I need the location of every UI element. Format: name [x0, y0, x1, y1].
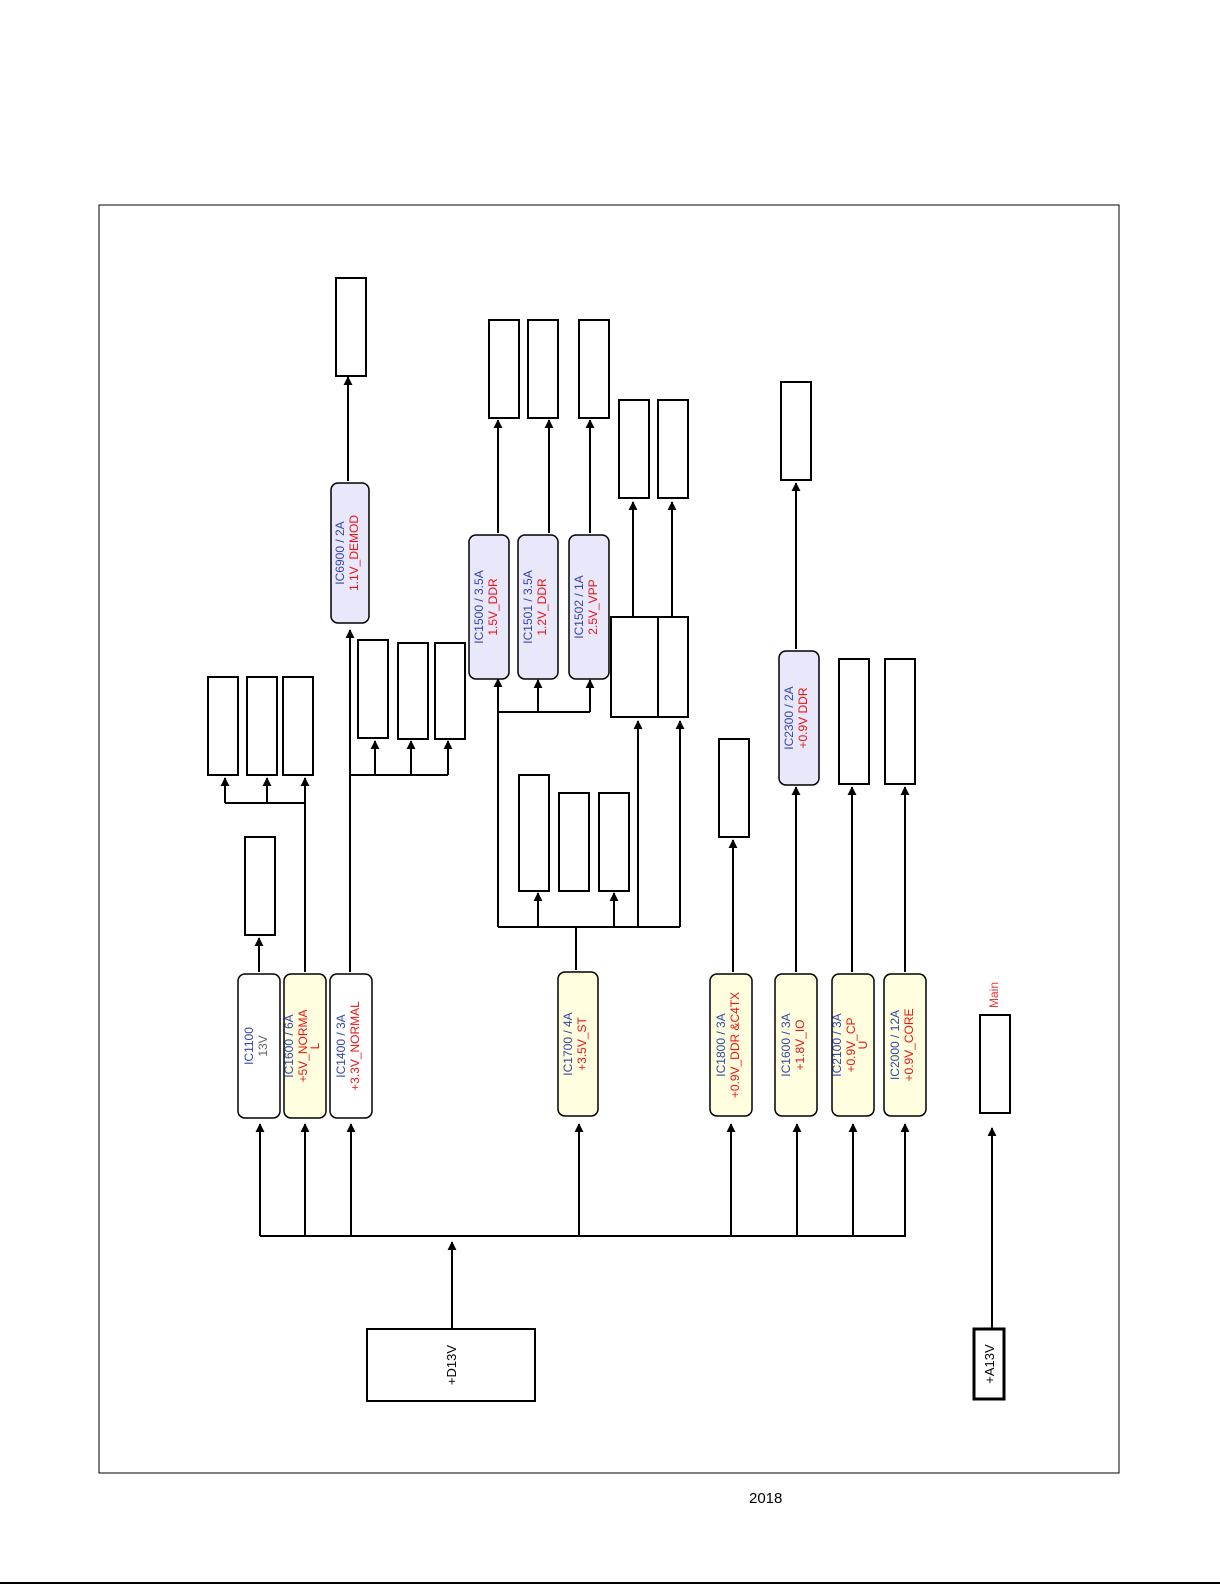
regulator-box: [709, 973, 753, 1117]
load-box: [282, 676, 314, 776]
main-bus: [255, 1123, 910, 1329]
ic-label: IC6900 / 2A: [333, 521, 347, 584]
load-box: [618, 399, 650, 499]
rail-label: 1.1V_DEMOD: [347, 515, 361, 591]
load-box: [718, 738, 750, 838]
rail-label: 13V: [256, 1035, 270, 1056]
diagram-frame: [98, 204, 1120, 1474]
regulator-box: [468, 534, 510, 680]
rail-label: +0.9V_DDR &C4TX: [728, 992, 742, 1098]
ic-label: IC1600 / 6A: [282, 1014, 296, 1077]
load-box: [244, 836, 276, 936]
rail-label: 1.5V_DDR: [486, 578, 500, 636]
regulator-box: [778, 650, 820, 786]
regulator-ic2000: IC2000 / 12A+0.9V_CORE: [883, 973, 927, 1117]
ic-label: IC1501 / 3.5A: [521, 570, 535, 643]
regulator-box: [831, 973, 875, 1117]
load-box: [434, 642, 466, 740]
source-a13v: +A13V: [972, 1327, 1006, 1401]
main-label: Main: [987, 982, 1001, 1008]
rail-label: +5V_NORMA: [296, 1009, 310, 1082]
load-boxes: [207, 277, 1011, 1114]
regulator-box: [237, 973, 281, 1119]
ic-label: IC1502 / 1A: [572, 575, 586, 638]
source-d13v: +D13V: [366, 1328, 536, 1402]
load-box: [397, 642, 429, 740]
regulator-box: [774, 973, 818, 1117]
rail-label-cont: L: [308, 1042, 322, 1049]
load-box: [780, 381, 812, 481]
load-box: [527, 319, 559, 419]
load-box: [246, 676, 278, 776]
load-box: [610, 616, 659, 718]
regulator-ic1400: IC1400 / 3A+3.3V_NORMAL: [329, 973, 373, 1119]
load-box: [884, 658, 916, 785]
load-box: [488, 319, 520, 419]
rail-label: +0.9V_CORE: [902, 1008, 916, 1081]
load-box: [578, 319, 610, 419]
regulator-ic1800: IC1800 / 3A+0.9V_DDR &C4TX: [709, 973, 753, 1117]
ic-label: IC1700 / 4A: [561, 1012, 575, 1075]
rail-label: +3.5V_ST: [575, 1016, 589, 1070]
load-box: [357, 639, 389, 739]
ic-label: IC1800 / 3A: [714, 1013, 728, 1076]
footer-year: 2018: [749, 1490, 783, 1507]
regulator-box: [283, 973, 327, 1119]
rail-label: +0.9V_CP: [844, 1017, 858, 1072]
rail-label: 1.2V_DDR: [535, 578, 549, 636]
bottom-rule: [0, 1582, 1220, 1584]
regulator-ic1600b: IC1600 / 3A+1.8V_IO: [774, 973, 818, 1117]
regulator-box: [517, 534, 559, 680]
load-box: [335, 277, 367, 377]
load-box: [657, 616, 689, 718]
regulator-box: [330, 482, 370, 624]
regulator-box: [568, 534, 610, 680]
load-box: [598, 792, 630, 892]
a13v-label: +A13V: [982, 1344, 997, 1384]
d13v-label: +D13V: [444, 1345, 459, 1385]
rail-label: +3.3V_NORMAL: [348, 1001, 362, 1091]
ic-label: IC1600 / 3A: [779, 1013, 793, 1076]
regulator-box: [557, 971, 599, 1117]
branch-wiring: [220, 376, 910, 972]
load-box: [558, 792, 590, 892]
rail-label: +0.9V DDR: [796, 687, 810, 748]
rail-label: 2.5V_VPP: [586, 579, 600, 634]
ic-label: IC2000 / 12A: [888, 1010, 902, 1080]
regulator-ic1600: IC1600 / 6A+5V_NORMAL: [282, 973, 327, 1119]
ic-label: IC1100: [242, 1027, 256, 1065]
rail-label: +1.8V_IO: [793, 1019, 807, 1070]
regulator-box: [329, 973, 373, 1119]
ic-label: IC1500 / 3.5A: [472, 570, 486, 643]
ic-label: IC2100 / 3A: [830, 1013, 844, 1076]
load-box: [657, 399, 689, 499]
load-box: [207, 676, 239, 776]
main-box: [979, 1014, 1011, 1114]
rail-label-cont: U: [856, 1041, 870, 1050]
load-box: [518, 774, 550, 892]
ic-label: IC2300 / 2A: [782, 686, 796, 749]
regulator-ic2100: IC2100 / 3A+0.9V_CPU: [830, 973, 875, 1117]
regulator-ic1700: IC1700 / 4A+3.5V_ST: [557, 971, 599, 1117]
ic-label: IC1400 / 3A: [334, 1014, 348, 1077]
load-box: [838, 658, 870, 785]
regulator-ic2300: IC2300 / 2A+0.9V DDR: [778, 650, 820, 786]
regulator-box: [883, 973, 927, 1117]
